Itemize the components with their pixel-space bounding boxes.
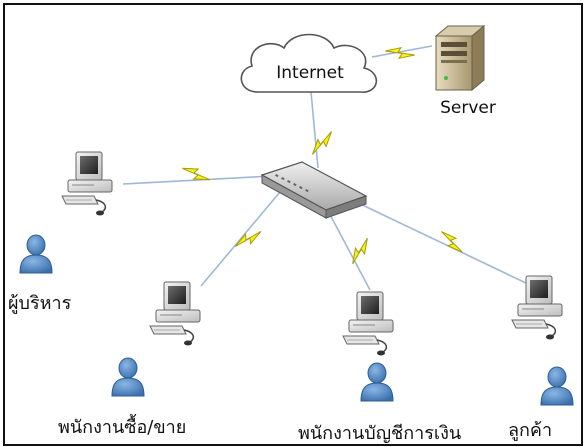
internet-cloud-icon bbox=[240, 33, 378, 93]
wireless-bolt-icon bbox=[181, 167, 211, 181]
network-links bbox=[122, 45, 529, 291]
link-switch-executive-pc bbox=[122, 175, 273, 185]
accounting-user-icon bbox=[360, 362, 394, 402]
executive-computer-icon bbox=[61, 151, 113, 217]
link-switch-accounting-pc bbox=[325, 206, 371, 291]
link-internet-switch bbox=[310, 91, 319, 169]
accounting-staff-label: พนักงานบัญชีการเงิน bbox=[298, 423, 461, 444]
executive-user-icon bbox=[19, 234, 53, 274]
server-icon bbox=[434, 24, 486, 92]
customer-computer-icon bbox=[511, 275, 563, 341]
link-internet-server bbox=[371, 45, 433, 58]
sales-computer-icon bbox=[149, 281, 201, 347]
customer-label: ลูกค้า bbox=[508, 420, 552, 441]
diagram-frame bbox=[3, 3, 583, 446]
executive-label: ผู้บริหาร bbox=[8, 293, 72, 314]
sales-user-icon bbox=[111, 357, 145, 397]
link-switch-sales-pc bbox=[200, 191, 281, 287]
accounting-computer-icon bbox=[342, 291, 394, 357]
network-switch-icon bbox=[260, 161, 368, 219]
customer-user-icon bbox=[540, 366, 574, 406]
internet-label: Internet bbox=[276, 63, 344, 83]
link-switch-customer-pc bbox=[351, 199, 529, 285]
sales-staff-label: พนักงานซื้อ/ขาย bbox=[58, 414, 186, 438]
server-label: Server bbox=[440, 98, 496, 118]
